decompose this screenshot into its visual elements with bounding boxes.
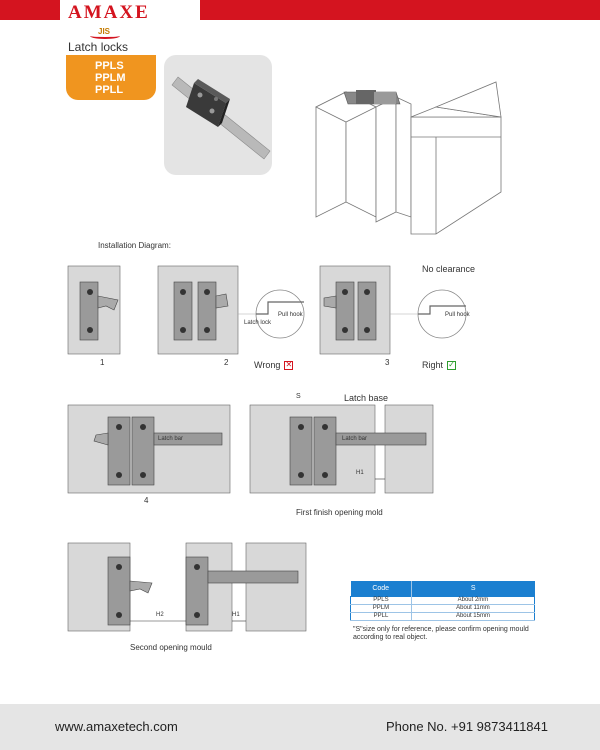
step-1-label: 1 [100, 358, 105, 367]
model-code: PPLL [95, 84, 124, 96]
cross-icon: ✕ [284, 360, 294, 370]
diagram-second-opening [67, 542, 307, 632]
diagram-step-1-2 [67, 265, 305, 355]
step-4-label: 4 [144, 496, 149, 505]
step-3-label: 3 [385, 358, 390, 367]
table-cell: PPLS [350, 596, 412, 605]
model-code: PPLM [95, 72, 126, 84]
right-indicator: Right ✓ [422, 360, 457, 370]
table-row: PPLM About 11mm [350, 604, 535, 613]
latch-bar-label: Latch bar [158, 436, 184, 442]
latch-lock-label: Latch lock [244, 320, 272, 326]
table-header: Code [350, 581, 412, 596]
table-header: S [410, 581, 535, 596]
table-row: PPLS About 2mm [350, 596, 535, 605]
brand-sub: JIS [98, 27, 111, 36]
install-heading: Installation Diagram: [98, 241, 171, 250]
pull-hook-label: Pull hook [278, 312, 303, 318]
h1-dimension-label: H1 [356, 470, 364, 476]
step-2-label: 2 [224, 358, 229, 367]
website-link[interactable]: www.amaxetech.com [55, 719, 178, 734]
mould-isometric [315, 81, 502, 235]
h2-dimension-label: H2 [156, 612, 164, 618]
second-opening-caption: Second opening mould [130, 643, 212, 652]
wrong-indicator: Wrong ✕ [254, 360, 294, 370]
latch-base-label: Latch base [344, 393, 389, 403]
reference-note: "S"size only for reference, please confi… [353, 626, 529, 641]
table-cell: PPLM [350, 604, 412, 613]
logo-swoosh [90, 33, 120, 39]
spec-table: Code S PPLS About 2mm PPLM About 11mm PP… [350, 581, 535, 621]
brand-logo: AMAXE [68, 2, 150, 23]
table-cell: About 2mm [410, 596, 535, 605]
s-dimension-label: S [296, 393, 301, 400]
diagram-first-opening [249, 404, 434, 494]
diagram-step-4 [67, 404, 231, 494]
model-code: PPLS [95, 60, 124, 72]
table-cell: About 11mm [410, 604, 535, 613]
phone-number: Phone No. +91 9873411841 [385, 719, 548, 734]
latch-photo-illustration [171, 76, 271, 160]
no-clearance-label: No clearance [422, 264, 476, 274]
table-row: PPLL About 15mm [350, 612, 535, 621]
page-title: Latch locks [68, 40, 129, 54]
wrong-label: Wrong [254, 360, 281, 370]
table-cell: About 15mm [410, 612, 535, 621]
table-header-row: Code S [350, 581, 535, 596]
logo-backdrop [60, 0, 200, 26]
footer: www.amaxetech.com Phone No. +91 98734118… [0, 704, 600, 750]
model-tab: PPLS PPLM PPLL [66, 55, 156, 100]
table-cell: PPLL [350, 612, 412, 621]
pull-hook-label-right: Pull hook [445, 312, 470, 318]
product-photo [164, 55, 272, 175]
diagram-step-3 [319, 265, 467, 355]
right-label: Right [422, 360, 444, 370]
latch-bar-label-right: Latch bar [342, 436, 368, 442]
check-icon: ✓ [447, 360, 457, 370]
h1-dimension-label-2: H1 [232, 612, 240, 618]
first-opening-caption: First finish opening mold [296, 508, 383, 517]
